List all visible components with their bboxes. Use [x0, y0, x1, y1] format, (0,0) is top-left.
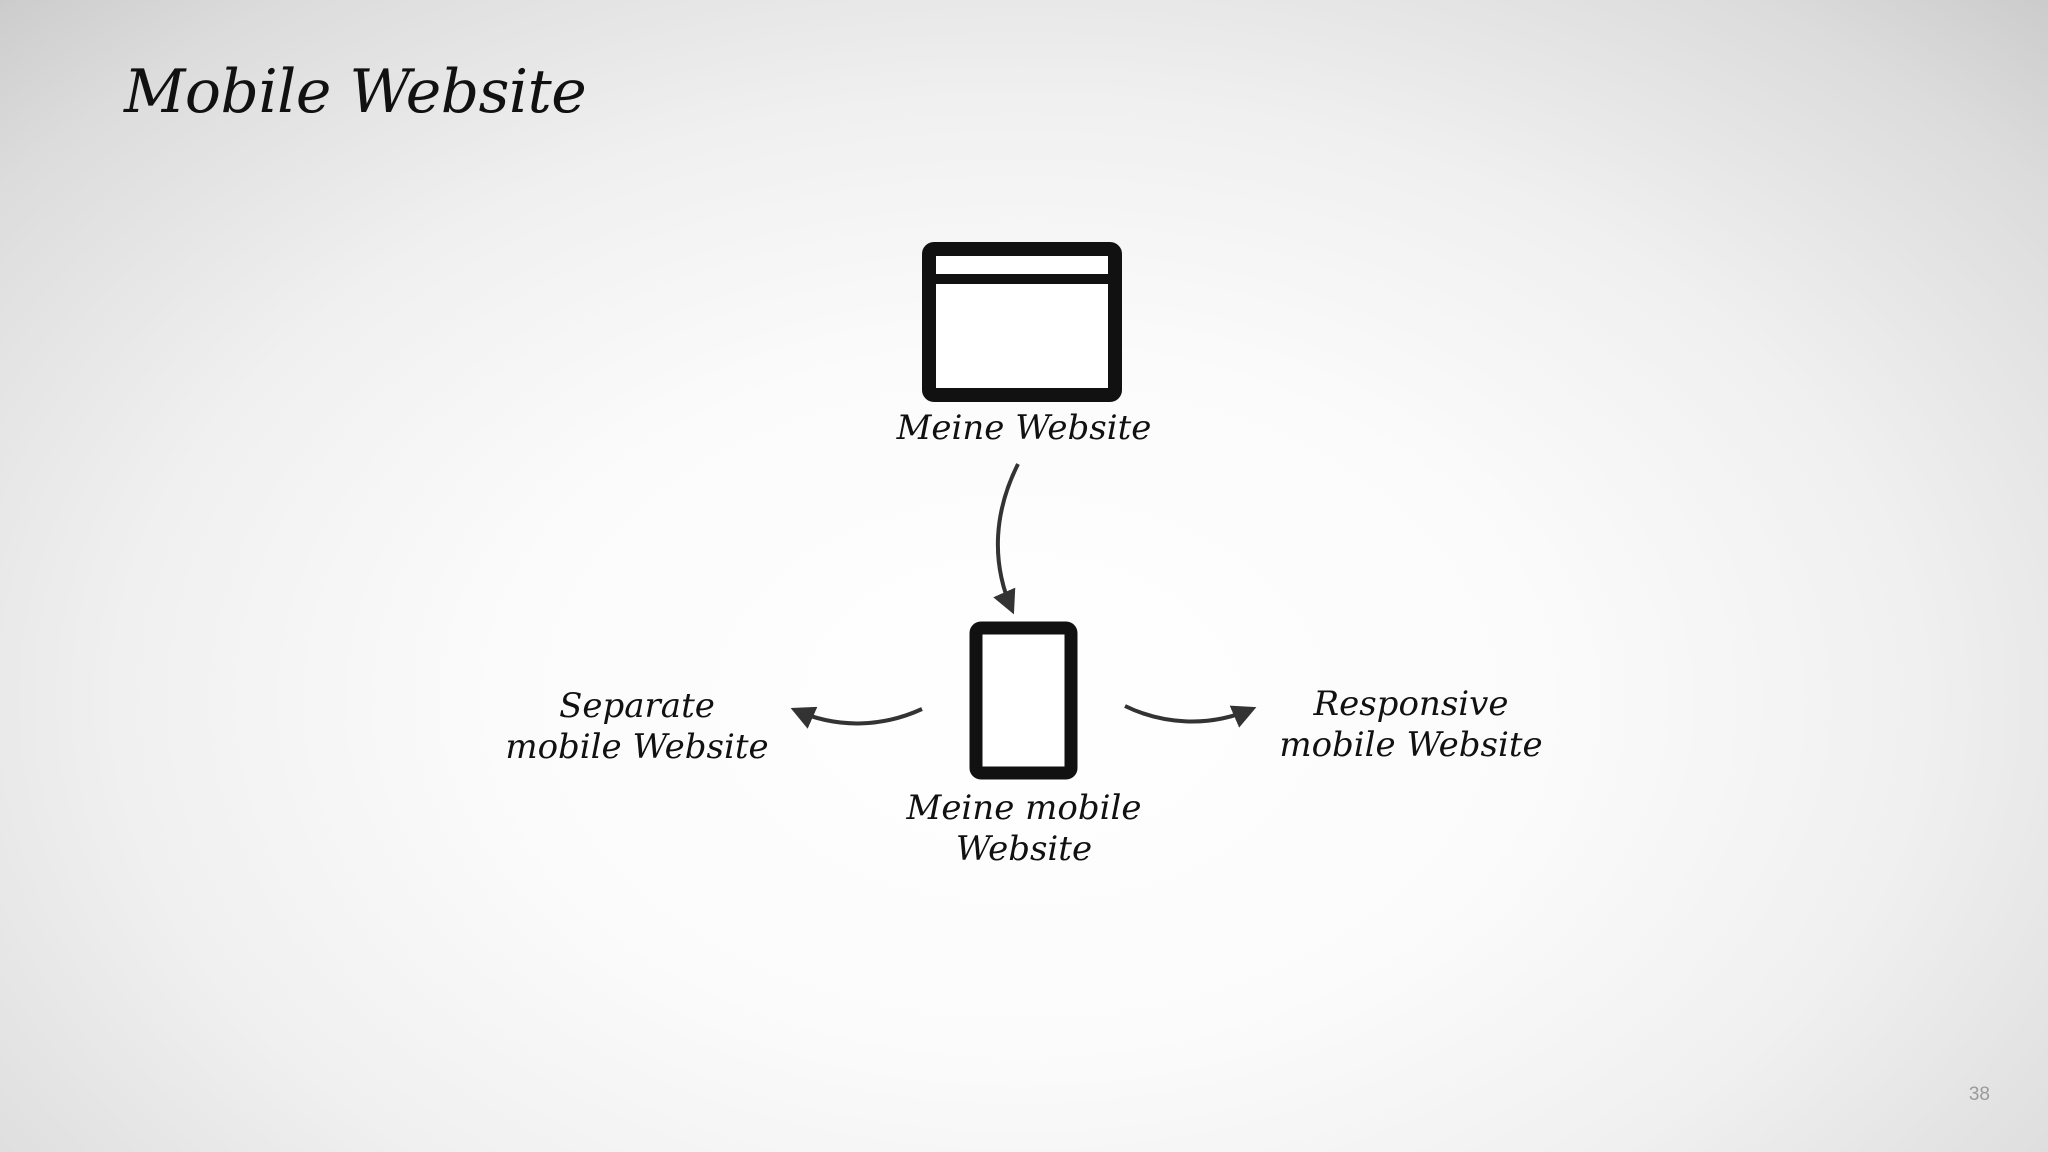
page-number: 38	[1968, 1084, 1990, 1105]
separate-mobile-website-label: Separate mobile Website	[505, 686, 769, 767]
arrow-to-responsive	[1124, 704, 1257, 728]
slide-title: Mobile Website	[124, 57, 587, 127]
mobile-website-label: Meine mobile Website	[906, 788, 1142, 869]
desktop-website-label: Meine Website	[896, 408, 1152, 448]
arrow-to-separate	[790, 706, 923, 729]
arrow-desktop-to-mobile	[993, 463, 1020, 615]
mobile-phone-icon	[969, 621, 1078, 780]
responsive-mobile-website-label: Responsive mobile Website	[1279, 684, 1543, 765]
browser-window-icon	[922, 242, 1122, 402]
